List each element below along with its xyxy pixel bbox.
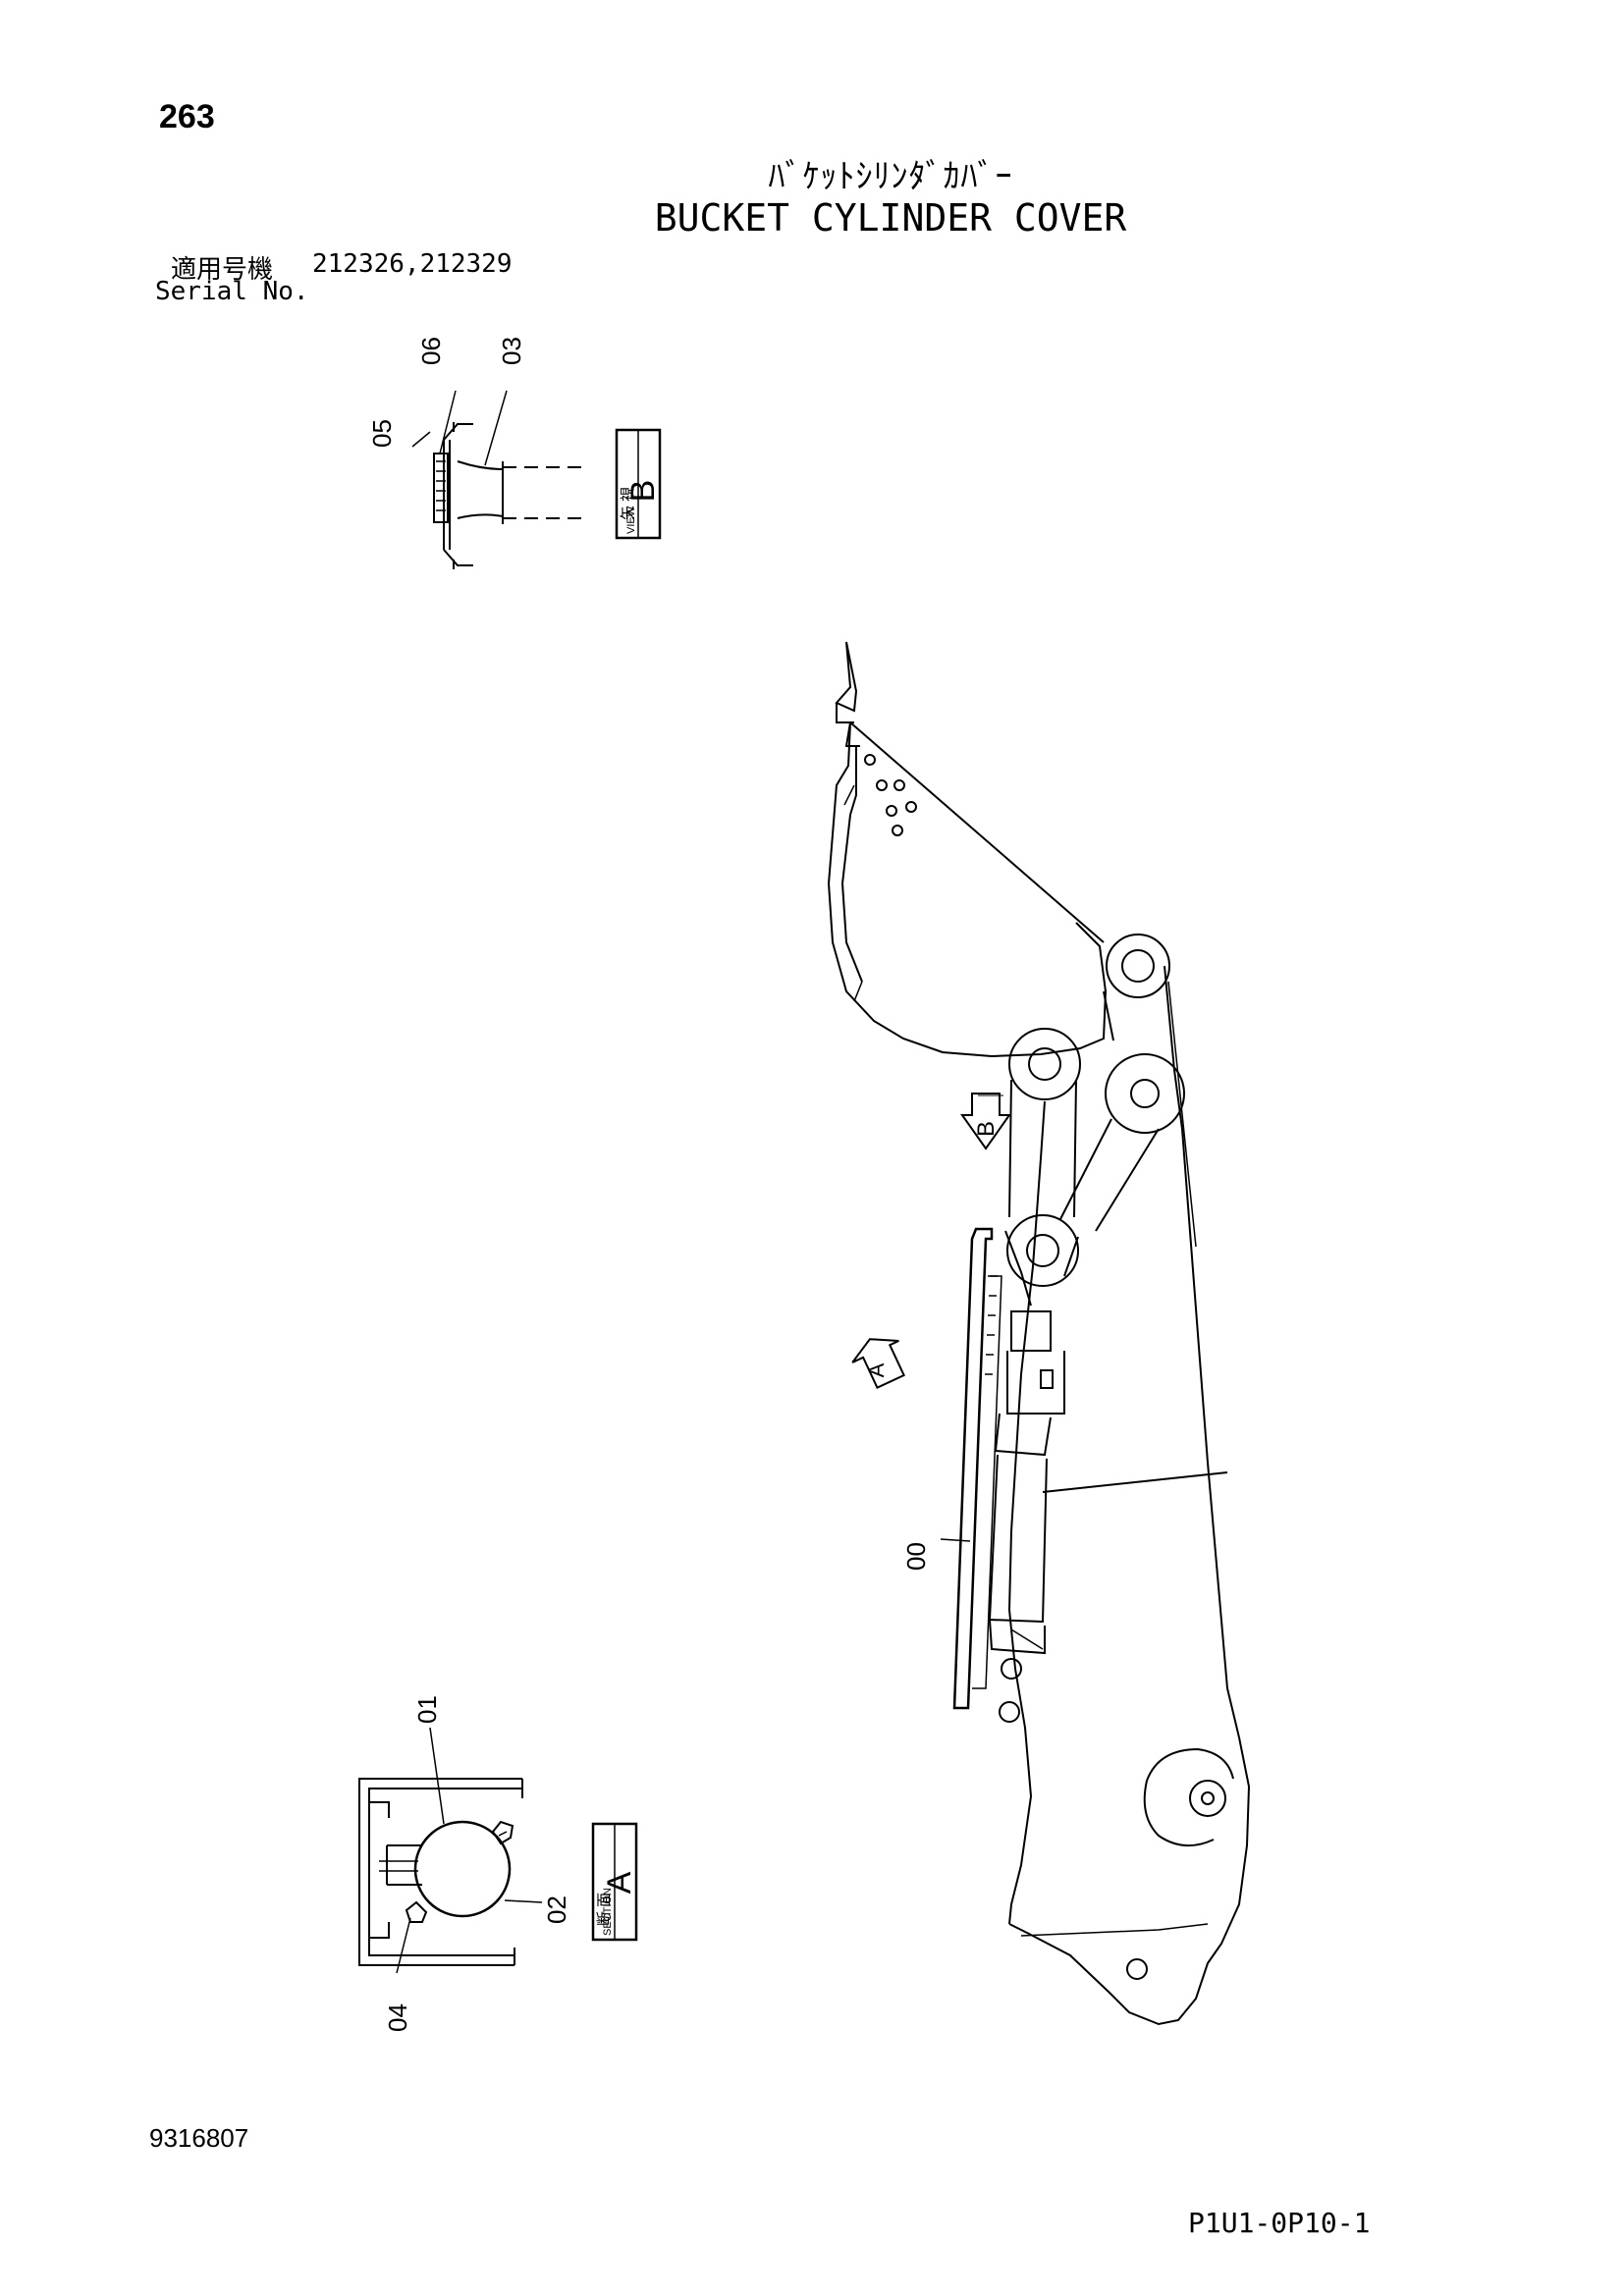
serial-label-japanese: 適用号機 <box>171 255 274 285</box>
section-arrow-a <box>851 1338 905 1389</box>
view-b-label-japanese: 矢 視 <box>620 487 636 520</box>
callout-03: 03 <box>497 337 526 365</box>
section-a-letter: A <box>601 1871 638 1894</box>
cylinder-section <box>413 1820 512 1918</box>
view-b-letter: B <box>624 480 662 503</box>
view-b-label: VIEW <box>625 506 637 534</box>
callout-02: 02 <box>542 1896 571 1924</box>
section-a-label: SECTION <box>602 1888 614 1936</box>
cylinder-cover <box>952 1227 994 1710</box>
section-arrow-a-letter: A <box>864 1362 889 1377</box>
section-a-detail: 01 02 04 A 断 面 SECTION <box>358 1695 638 2032</box>
arm-assembly-drawing: 00 B A <box>827 641 1251 2026</box>
document-number: 9316807 <box>149 2123 249 2153</box>
view-arrow-b <box>960 1093 1011 1150</box>
callout-05: 05 <box>367 419 397 448</box>
reference-code: P1U1-0P10-1 <box>1188 2207 1371 2239</box>
page-number: 263 <box>159 98 215 135</box>
page-title: BUCKET CYLINDER COVER <box>654 196 1127 240</box>
callout-00: 00 <box>901 1542 931 1571</box>
view-arrow-b-letter: B <box>973 1121 1000 1137</box>
section-a-label-japanese: 断 面 <box>596 1893 613 1926</box>
view-b-detail: 06 03 05 B 矢 視 VIEW <box>367 337 662 569</box>
callout-04: 04 <box>383 2003 412 2032</box>
page-title-japanese: ﾊﾞｹｯﾄｼﾘﾝﾀﾞｶﾊﾞｰ <box>768 157 1013 196</box>
callout-06: 06 <box>416 337 446 365</box>
callout-01: 01 <box>412 1695 442 1724</box>
serial-label: Serial No. <box>155 277 309 306</box>
serial-numbers: 212326,212329 <box>312 249 513 279</box>
